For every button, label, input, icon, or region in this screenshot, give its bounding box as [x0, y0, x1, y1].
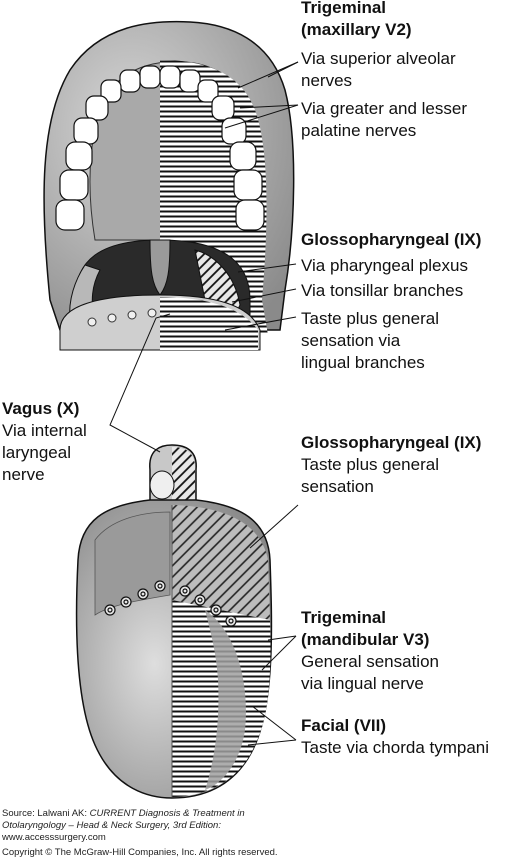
- label-trigeminal-v3: Trigeminal (mandibular V3) General sensa…: [301, 607, 439, 695]
- source-prefix: Source: Lalwani AK:: [2, 808, 90, 819]
- source-url[interactable]: www.accesssurgery.com: [2, 832, 106, 843]
- label-palatine-line2: palatine nerves: [301, 121, 417, 140]
- source-line1: Source: Lalwani AK: CURRENT Diagnosis & …: [2, 808, 245, 820]
- label-trigeminal-v3-line1: General sensation: [301, 652, 439, 671]
- label-superior-alveolar-line2: nerves: [301, 71, 353, 90]
- label-vagus-line3: nerve: [2, 465, 45, 484]
- label-vagus: Vagus (X) Via internal laryngeal nerve: [2, 398, 87, 486]
- palate-drawing: [43, 20, 295, 351]
- upper-teeth: [55, 65, 265, 231]
- label-vagus-name: Vagus (X): [2, 399, 80, 418]
- tongue-drawing: [75, 444, 273, 799]
- label-taste-lingual-line2: sensation via: [301, 331, 401, 350]
- copyright: Copyright © The McGraw-Hill Companies, I…: [2, 847, 278, 858]
- label-palatine-line1: Via greater and lesser: [301, 99, 468, 118]
- label-trigeminal-v2: Trigeminal (maxillary V2): [301, 0, 412, 41]
- label-trigeminal-v2-name: Trigeminal: [301, 0, 387, 17]
- label-taste-lingual-line3: lingual branches: [301, 353, 425, 372]
- label-glossopharyngeal-lower: Glossopharyngeal (IX) Taste plus general…: [301, 432, 481, 498]
- label-superior-alveolar-line1: Via superior alveolar: [301, 49, 456, 68]
- label-glossopharyngeal-upper: Glossopharyngeal (IX): [301, 230, 482, 249]
- label-trigeminal-v3-line2: via lingual nerve: [301, 674, 424, 693]
- label-pharyngeal-plexus: Via pharyngeal plexus: [301, 256, 468, 275]
- label-taste-lingual: Taste plus general sensation via lingual…: [301, 308, 439, 374]
- label-vagus-line2: laryngeal: [2, 443, 71, 462]
- label-tonsillar: Via tonsillar branches: [301, 281, 464, 300]
- label-glossopharyngeal-lower-name: Glossopharyngeal (IX): [301, 433, 482, 452]
- label-trigeminal-v3-sub: (mandibular V3): [301, 630, 430, 649]
- label-facial: Facial (VII) Taste via chorda tympani: [301, 715, 489, 759]
- label-glossopharyngeal-lower-line1: Taste plus general: [301, 455, 439, 474]
- label-facial-line: Taste via chorda tympani: [301, 738, 490, 757]
- label-trigeminal-v2-sub: (maxillary V2): [301, 20, 412, 39]
- label-superior-alveolar: Via superior alveolar nerves: [301, 48, 456, 92]
- label-taste-lingual-line1: Taste plus general: [301, 309, 439, 328]
- leader-lines: [109, 61, 299, 746]
- label-vagus-line1: Via internal: [2, 421, 87, 440]
- label-glossopharyngeal-lower-line2: sensation: [301, 477, 374, 496]
- nerve-supply-illustration: [43, 20, 299, 799]
- label-trigeminal-v3-name: Trigeminal: [301, 608, 387, 627]
- label-palatine: Via greater and lesser palatine nerves: [301, 98, 467, 142]
- circumvallate-papillae: [104, 580, 237, 627]
- source-title2: Otolaryngology – Head & Neck Surgery, 3r…: [2, 820, 221, 831]
- source-line2: Otolaryngology – Head & Neck Surgery, 3r…: [2, 820, 221, 832]
- source-title1: CURRENT Diagnosis & Treatment in: [89, 808, 245, 819]
- label-facial-name: Facial (VII): [301, 716, 387, 735]
